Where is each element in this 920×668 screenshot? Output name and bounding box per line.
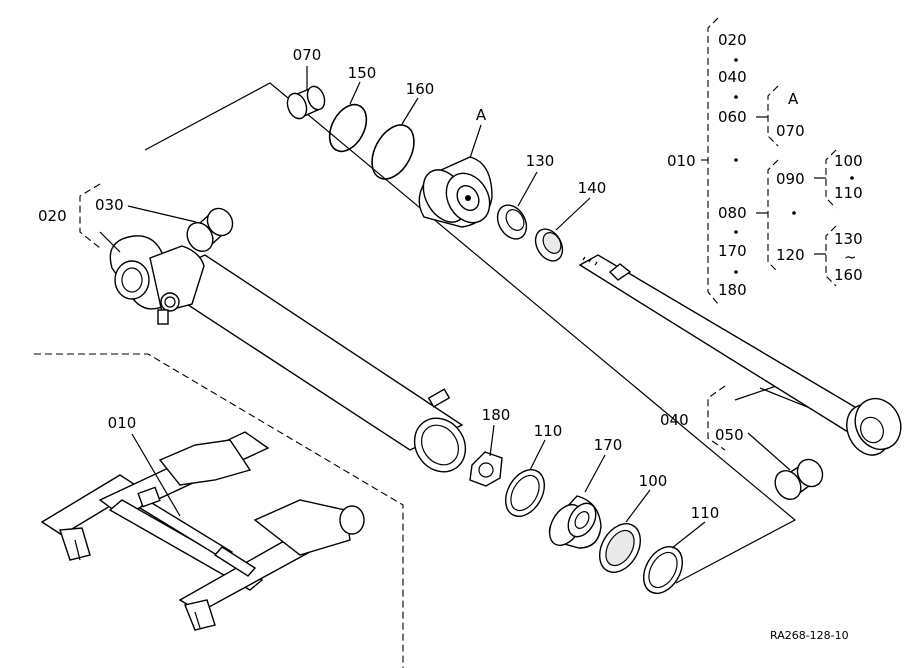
callout-110a: 110 [534,422,563,440]
legend-070: 070 [776,122,805,140]
legend-110: 110 [834,184,863,202]
cylinder-tube [109,235,467,473]
leader-100 [625,489,651,523]
legend-root: 010 [667,152,696,170]
rod-cover-170 [548,495,602,549]
leader-170 [584,454,606,493]
leader-130 [517,171,538,207]
ring-110a [504,469,546,517]
callout-130: 130 [526,152,555,170]
callout-A: A [476,106,487,124]
callout-110b: 110 [691,504,720,522]
leader-140 [555,197,591,231]
oring-150 [328,103,368,153]
bushing-030 [186,207,234,253]
piston-rod [578,254,902,456]
callout-160: 160 [406,80,435,98]
callout-040: 040 [660,411,689,429]
seal-140 [534,228,564,262]
bushing-050 [774,458,824,501]
piston-A [418,156,493,228]
cylinder-assembly-outline [144,82,797,584]
leader-050 [747,432,791,471]
callout-170: 170 [594,436,623,454]
oring-160 [371,124,415,180]
leader-110b [671,521,706,549]
ring-110b [642,546,684,594]
legend-060: 060 [718,108,747,126]
wear-ring-130 [496,204,528,240]
callout-030: 030 [95,196,124,214]
callout-140: 140 [578,179,607,197]
bracket-040 [707,385,726,451]
leader-A [469,124,482,159]
leader-030 [127,205,197,223]
callout-020: 020 [38,207,67,225]
callout-050: 050 [715,426,744,444]
legend-tilde: ~ [844,248,857,266]
legend-080: 080 [718,204,747,222]
machine-frame-inset [40,431,365,631]
callout-100: 100 [639,472,668,490]
parts-hierarchy-legend: 010 020 040 060 080 170 180 A 070 090 12… [667,17,863,305]
legend-A: A [788,90,799,108]
nut-180 [469,451,503,487]
legend-020: 020 [718,31,747,49]
leader-180 [489,424,495,457]
leader-160 [401,97,419,125]
legend-090: 090 [776,170,805,188]
leader-150 [349,81,361,105]
callout-150: 150 [348,64,377,82]
legend-170: 170 [718,242,747,260]
legend-120: 120 [776,246,805,264]
seal-100 [599,523,641,573]
leader-010 [131,433,181,517]
leader-020 [99,231,121,253]
callout-010: 010 [108,414,137,432]
legend-160: 160 [834,266,863,284]
legend-100: 100 [834,152,863,170]
callout-180: 180 [482,406,511,424]
drawing-id: RA268-128-10 [770,629,849,642]
leader-110a [529,439,546,471]
bracket-020 [79,183,101,249]
legend-130: 130 [834,230,863,248]
legend-180: 180 [718,281,747,299]
inset-border [34,353,404,668]
bushing-070 [286,85,326,120]
callout-070: 070 [293,46,322,64]
legend-040: 040 [718,68,747,86]
